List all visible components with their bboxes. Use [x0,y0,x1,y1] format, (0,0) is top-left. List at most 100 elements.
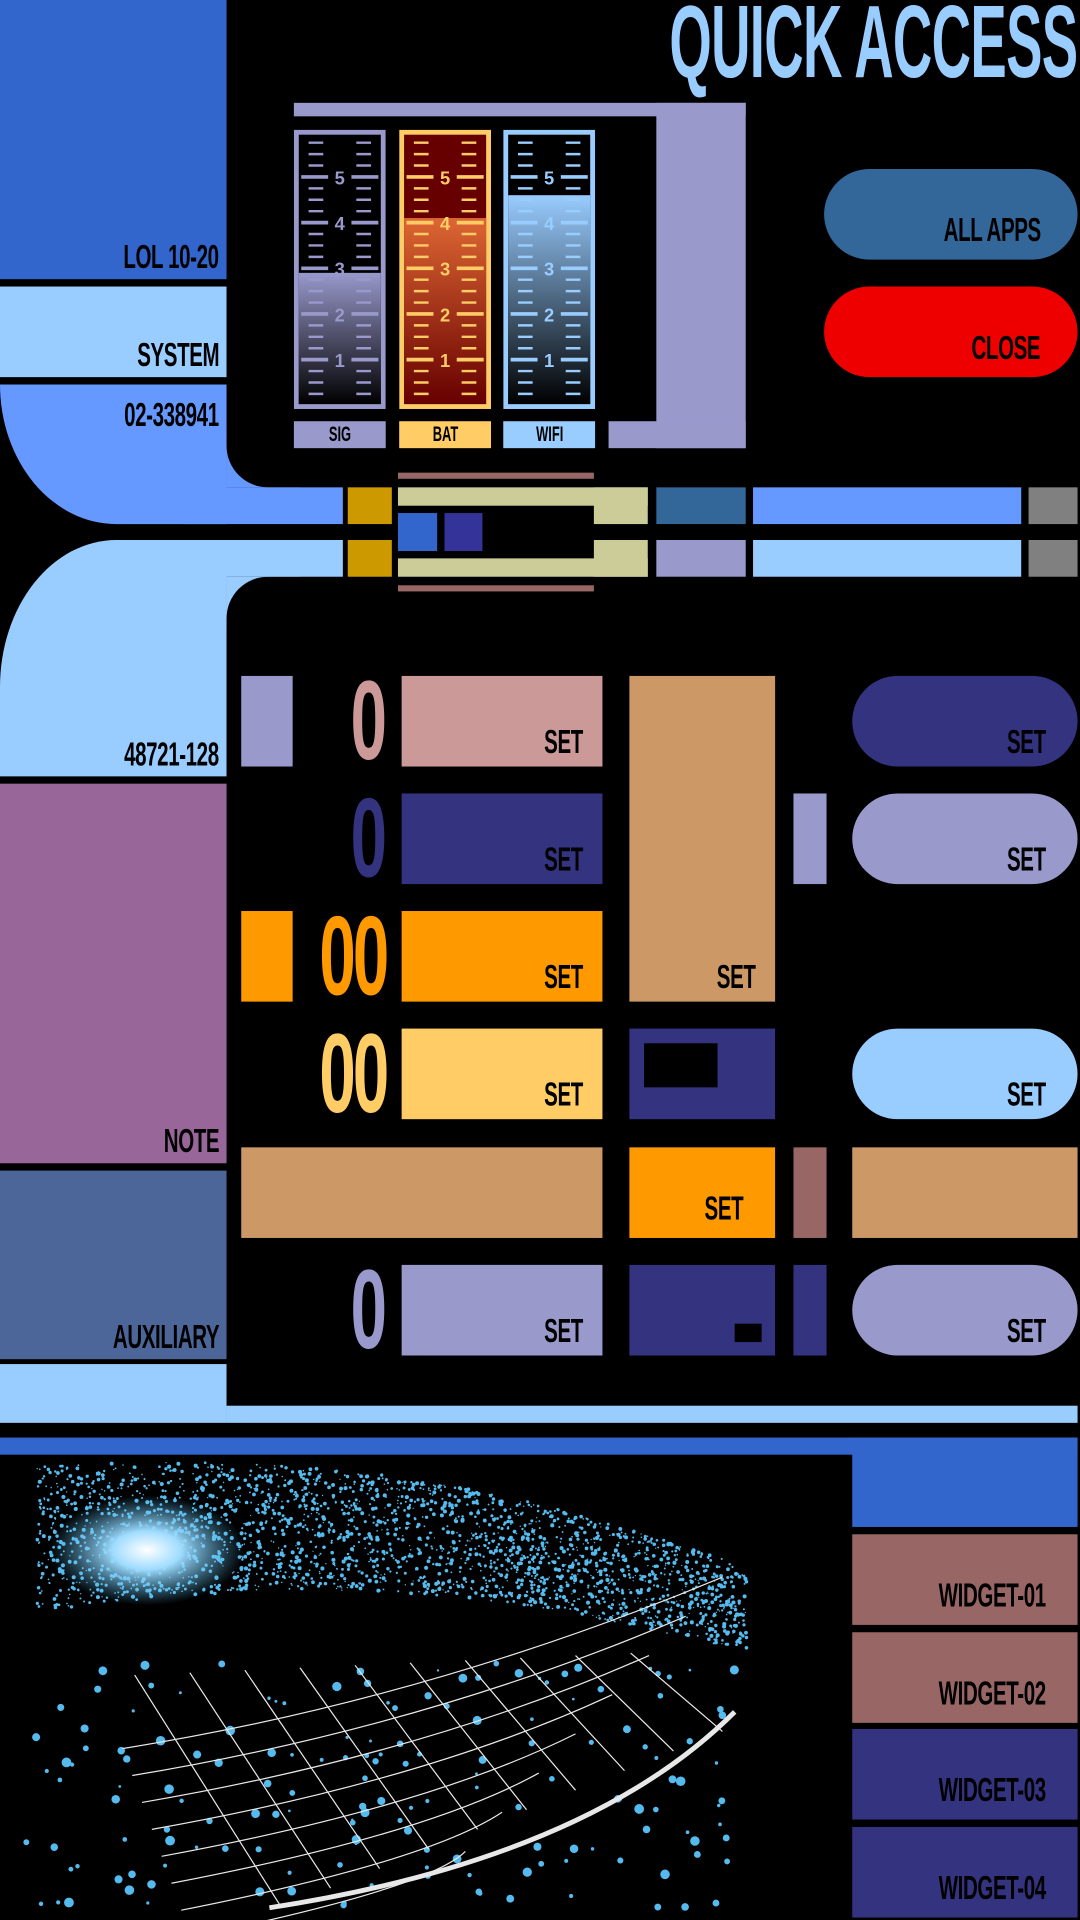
display-panel [629,1028,776,1120]
sidebar-item-label: SYSTEM [137,336,220,374]
widget-04-button[interactable]: WIDGET-04 [852,1826,1078,1918]
gauge-tick-label: 3 [335,259,345,280]
sidebar-item-id[interactable]: 02-338941 [0,384,227,525]
indicator-block [793,1147,827,1238]
sidebar-item-label: 02-338941 [124,396,220,434]
widget-02-button[interactable]: WIDGET-02 [852,1632,1078,1723]
status-bar [852,1147,1078,1238]
gauge-tick-label: 1 [544,350,554,371]
sidebar-item-label: AUXILIARY [112,1318,220,1356]
sidebar-item-note[interactable]: NOTE [0,783,227,1164]
counter-readout: 0 [350,776,387,902]
widget-label: WIDGET-03 [938,1771,1046,1809]
bar-segment[interactable] [1028,540,1078,577]
bar-segment[interactable] [347,540,392,577]
sidebar-item-auxiliary[interactable]: AUXILIARY [0,1170,227,1360]
indicator-block [241,675,293,767]
set-pill-button[interactable]: SET [852,1028,1078,1120]
bottom-elbow [0,1364,227,1423]
bracket-bottom [397,558,648,577]
set-pill-button[interactable]: SET [852,1264,1078,1356]
widget-label: WIDGET-02 [938,1675,1046,1712]
close-label: CLOSE [972,329,1041,367]
gauge-tick-label: 2 [440,304,450,325]
indicator-block [241,911,293,1002]
wifi-label: WIFI [503,421,596,449]
all-apps-label: ALL APPS [943,211,1042,249]
sidebar-item-label: NOTE [163,1122,220,1160]
bracket-top [397,487,648,506]
gauge-frame-side [656,102,746,449]
bar-segment[interactable] [656,540,746,577]
all-apps-button[interactable]: ALL APPS [824,168,1078,260]
bar-segment[interactable] [753,487,1022,525]
display-panel [629,1264,776,1356]
bracket-bottom-end [593,540,648,577]
set-button[interactable]: SET [401,1264,603,1356]
set-button[interactable]: SET [401,793,603,885]
sig-label: SIG [293,421,386,449]
status-bar [241,1147,603,1238]
set-pill-button[interactable]: SET [852,675,1078,767]
sidebar-item-label: 48721-128 [124,735,220,773]
set-label: SET [716,958,756,996]
bar-segment[interactable] [656,487,746,525]
indicator-block[interactable] [397,513,438,552]
set-label: SET [544,841,583,878]
set-label: SET [544,723,583,761]
set-label: SET [1006,1076,1046,1114]
set-label: SET [544,1076,583,1114]
bat-label: BAT [399,421,492,449]
gauge-tick-label: 2 [544,304,554,325]
bracket-top-end [593,487,648,525]
bottom-bar [226,1405,1078,1423]
sidebar-item-system[interactable]: SYSTEM [0,286,227,378]
elbow-inner-corner [226,576,325,687]
bar-segment[interactable] [1028,487,1078,525]
bar-segment[interactable] [753,540,1022,577]
display-screen [644,1043,718,1088]
gauge-tick-label: 4 [544,213,555,234]
gauge-tick-label: 5 [335,167,345,188]
counter-readout: 0 [350,1247,387,1373]
set-button[interactable]: SET [401,911,603,1002]
page-title: QUICK ACCESS [669,0,1078,100]
indicator-block[interactable] [444,513,483,552]
display-screen [734,1323,762,1343]
counter-readout: 00 [319,893,389,1019]
set-label: SET [1006,1312,1046,1350]
counter-readout: 00 [319,1011,389,1137]
sidebar-item-code[interactable]: 48721-128 [0,540,227,777]
counter-readout: 0 [350,658,387,784]
widget-01-button[interactable]: WIDGET-01 [852,1534,1078,1625]
set-button[interactable]: SET [629,1147,776,1238]
widget-header-block [852,1437,1078,1527]
gauge-frame-top [293,102,746,117]
gauge-tick-label: 4 [440,213,451,234]
gauge-tick-label: 5 [544,167,554,188]
set-button-tall[interactable]: SET [629,675,776,1002]
gauge-tick-label: 2 [335,304,345,325]
close-button[interactable]: CLOSE [824,286,1078,378]
divider [397,585,594,592]
bar-segment[interactable] [347,487,392,525]
sidebar-item-lol[interactable]: LOL 10-20 [0,0,227,280]
set-label: SET [704,1190,744,1227]
gauge-tick-label: 1 [440,350,450,371]
set-pill-button[interactable]: SET [852,793,1078,885]
gauge-tick-label: 1 [335,350,345,371]
set-button[interactable]: SET [401,1028,603,1120]
set-button[interactable]: SET [401,675,603,767]
set-label: SET [1006,841,1046,878]
set-label: SET [544,958,583,996]
gauge-tick-label: 5 [440,167,450,188]
sidebar-item-label: LOL 10-20 [123,238,220,276]
gauge-level-fill [508,195,591,405]
widget-03-button[interactable]: WIDGET-03 [852,1728,1078,1820]
divider [397,472,594,479]
gauge-frame-bottom [608,421,746,449]
